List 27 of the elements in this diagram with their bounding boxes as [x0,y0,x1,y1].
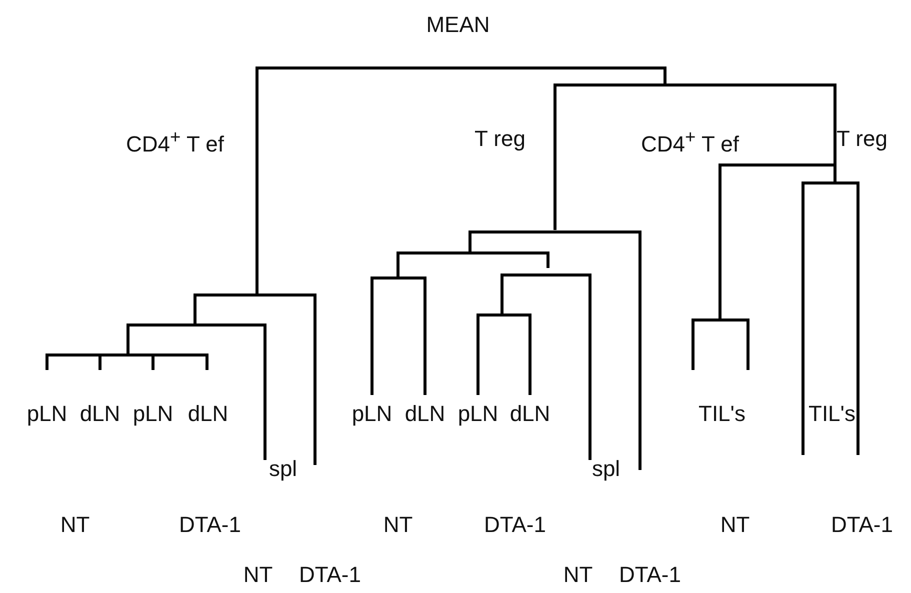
leaf-label: dLN [510,403,550,425]
treatment-label: DTA-1 [831,514,893,536]
leaf-label: pLN [132,403,174,425]
leaf-label: TIL's [808,403,856,425]
treatment-label: NT [383,514,413,536]
group-label: CD4$^{+}$ T ef [641,128,739,156]
treatment-label: DTA-1 [484,514,546,536]
treatment-label: NT [60,514,90,536]
group-label: T reg [474,128,526,150]
group-label: CD4$^{+}$ T ef [126,128,224,156]
leaf-label: spl [592,458,620,480]
treatment-label: DTA-1 [619,564,681,586]
treatment-label: NT [720,514,750,536]
leaf-label: dLN [80,403,120,425]
leaf-label: TIL's [698,403,746,425]
chart-title: MEAN [426,14,490,36]
treatment-label: DTA-1 [179,514,241,536]
leaf-label: dLN [188,403,228,425]
leaf-label: dLN [404,403,446,425]
treatment-label: DTA-1 [299,564,361,586]
group-label: T reg [836,128,888,150]
leaf-label: pLN [26,403,68,425]
leaf-label: spl [268,458,298,480]
treatment-label: NT [563,564,593,586]
treatment-label: NT [243,564,273,586]
leaf-label: pLN [352,403,392,425]
leaf-label: pLN [458,403,498,425]
